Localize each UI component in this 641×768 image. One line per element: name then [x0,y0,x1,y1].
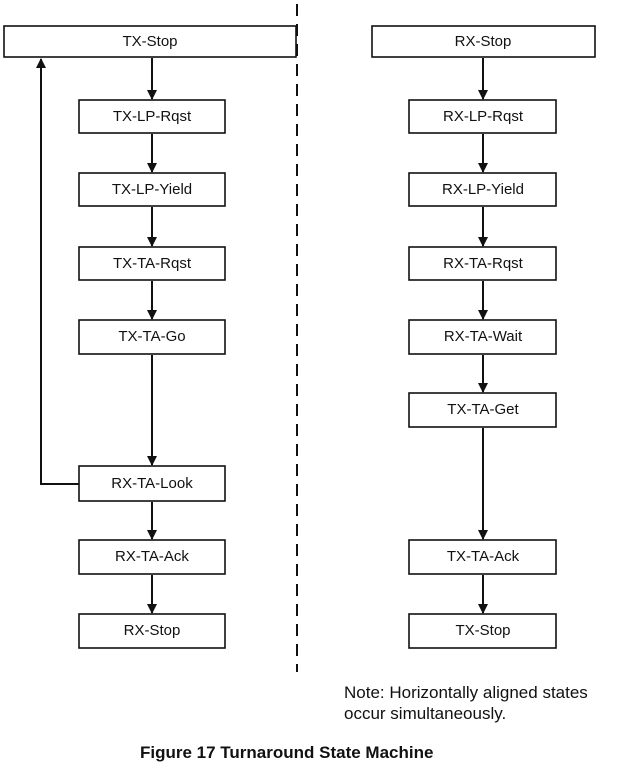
state-label: RX-LP-Yield [442,181,524,198]
state-rx-ta-ack: RX-TA-Ack [78,539,226,575]
state-label: RX-LP-Rqst [443,108,524,125]
state-tx-ta-ack: TX-TA-Ack [408,539,557,575]
state-label: TX-LP-Rqst [113,108,192,125]
state-rx-lp-yield: RX-LP-Yield [408,172,557,207]
state-rx-lp-rqst: RX-LP-Rqst [408,99,557,134]
diagram-note: Note: Horizontally aligned states occur … [344,682,640,724]
state-label: TX-Stop [122,33,177,50]
state-label: TX-TA-Go [118,328,185,345]
state-label: RX-Stop [455,33,512,50]
arrow-feedback-loop [36,58,79,485]
state-rx-ta-wait: RX-TA-Wait [408,319,557,355]
state-label: RX-TA-Wait [444,328,523,345]
state-rx-stop-left: RX-Stop [78,613,226,649]
state-tx-ta-get: TX-TA-Get [408,392,557,428]
state-label: TX-TA-Ack [447,548,520,565]
state-label: TX-TA-Get [447,401,519,418]
state-tx-ta-rqst: TX-TA-Rqst [78,246,226,281]
state-rx-ta-look: RX-TA-Look [78,465,226,502]
state-tx-stop-right: TX-Stop [408,613,557,649]
figure-caption: Figure 17 Turnaround State Machine [140,743,434,762]
state-label: RX-Stop [124,622,181,639]
state-rx-ta-rqst: RX-TA-Rqst [408,246,557,281]
state-rx-stop-right: RX-Stop [371,25,596,58]
note-line-2: occur simultaneously. [344,704,507,723]
state-label: TX-LP-Yield [112,181,192,198]
state-label: TX-TA-Rqst [113,255,192,272]
state-tx-ta-go: TX-TA-Go [78,319,226,355]
state-label: RX-TA-Look [111,475,193,492]
note-line-1: Note: Horizontally aligned states [344,683,588,702]
state-label: TX-Stop [455,622,510,639]
state-label: RX-TA-Rqst [443,255,524,272]
state-tx-lp-rqst: TX-LP-Rqst [78,99,226,134]
state-label: RX-TA-Ack [115,548,189,565]
state-tx-stop-left: TX-Stop [3,25,297,58]
state-tx-lp-yield: TX-LP-Yield [78,172,226,207]
